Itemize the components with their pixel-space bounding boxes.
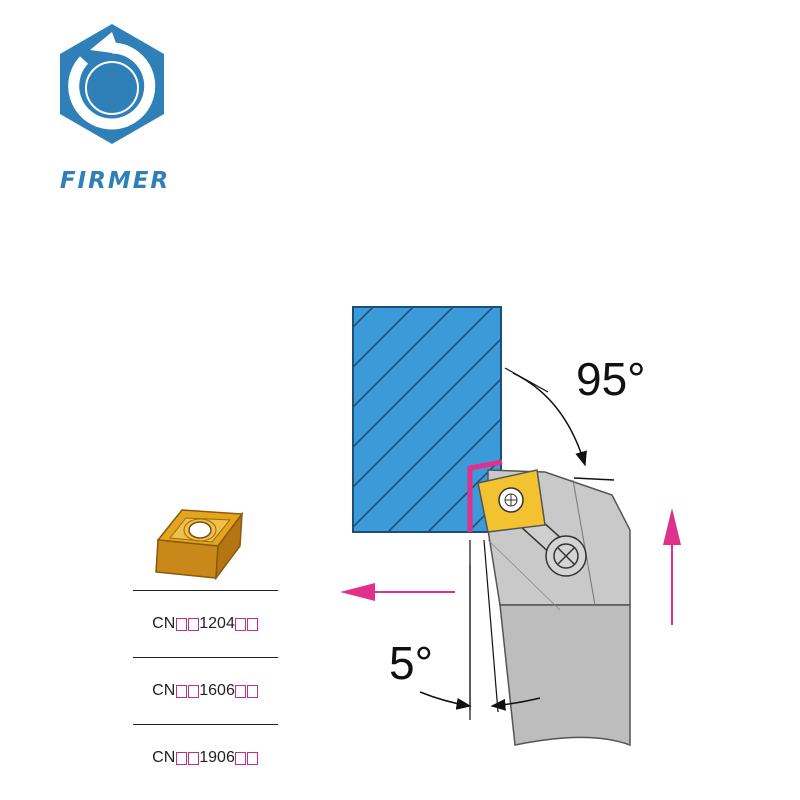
brand-name: FIRMER: [59, 168, 171, 194]
workpiece: [352, 306, 502, 533]
lead-angle-label: 95°: [576, 353, 646, 405]
code-size: 1606: [199, 682, 235, 699]
insert-code-list: CN 1204 CN 1606 CN 1906: [133, 590, 278, 791]
clearance-angle-label: 5°: [389, 637, 433, 689]
code-prefix: CN: [152, 749, 176, 766]
feed-direction-arrow-up: [663, 508, 681, 625]
code-prefix: CN: [152, 615, 176, 632]
hexagon-nut-icon: [60, 24, 164, 144]
clearance-angle-indicator: [419, 539, 541, 720]
lead-angle-indicator: [504, 367, 615, 481]
feed-direction-arrow-left: [340, 583, 455, 601]
code-size: 1906: [199, 749, 235, 766]
code-size: 1204: [199, 615, 235, 632]
code-prefix: CN: [152, 682, 176, 699]
cnmg-insert-image: [150, 500, 250, 587]
list-item: CN 1204: [133, 590, 278, 657]
brand-logo: FIRMER: [30, 16, 200, 194]
list-item: CN 1906: [133, 724, 278, 791]
insert: [477, 469, 546, 533]
list-item: CN 1606: [133, 657, 278, 724]
cutting-edge: [467, 459, 503, 532]
